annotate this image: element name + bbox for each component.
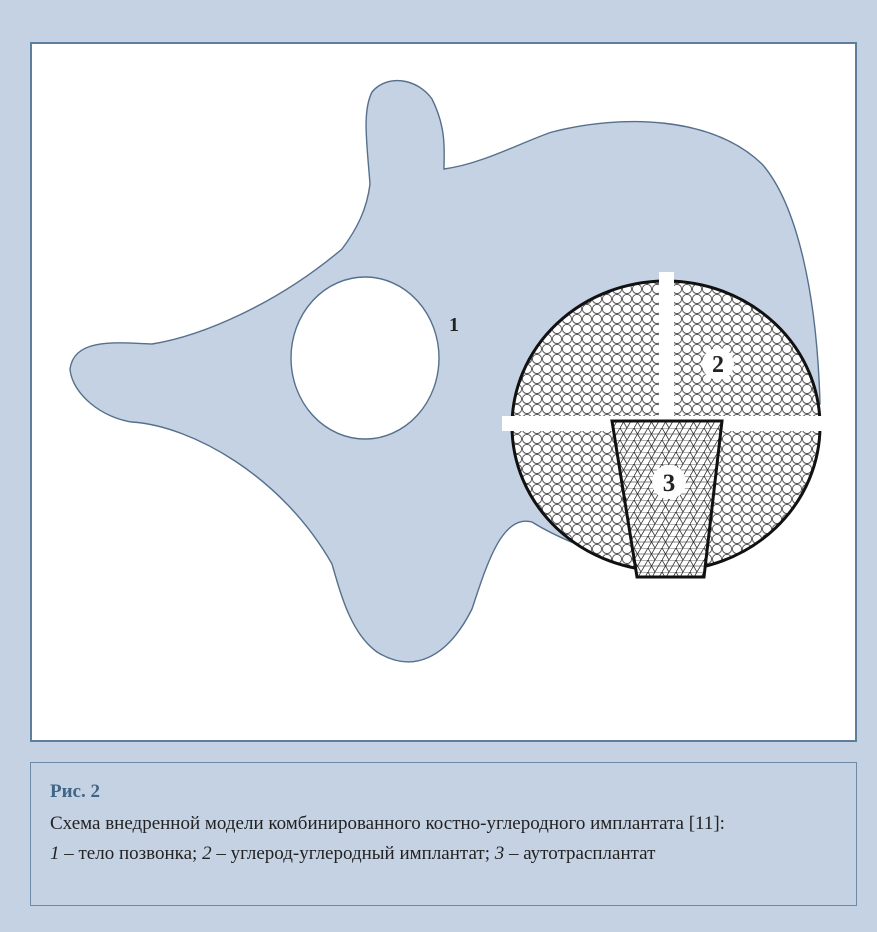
caption-legend: 1 – тело позвонка; 2 – углерод-углеродны…	[50, 839, 856, 869]
legend-text-2: – углерод-углеродный имплантат;	[212, 843, 495, 864]
vertebra-diagram: 1 2 3	[32, 44, 855, 740]
label-implant: 2	[712, 352, 724, 378]
figure-caption: Рис. 2 Схема внедренной модели комбиниро…	[30, 762, 857, 906]
caption-title: Рис. 2	[50, 781, 856, 803]
legend-num-1: 1	[50, 843, 60, 864]
legend-text-1: – тело позвонка;	[60, 843, 203, 864]
spinal-canal	[291, 277, 439, 439]
legend-num-2: 2	[202, 843, 212, 864]
legend-num-3: 3	[495, 843, 505, 864]
figure-frame: 1 2 3	[30, 42, 857, 742]
label-autograft: 3	[663, 470, 676, 497]
legend-text-3: – аутотрасплантат	[504, 843, 655, 864]
vertical-slot	[659, 272, 674, 422]
caption-description: Схема внедренной модели комбинированного…	[50, 809, 856, 839]
label-vertebral-body: 1	[449, 314, 459, 336]
